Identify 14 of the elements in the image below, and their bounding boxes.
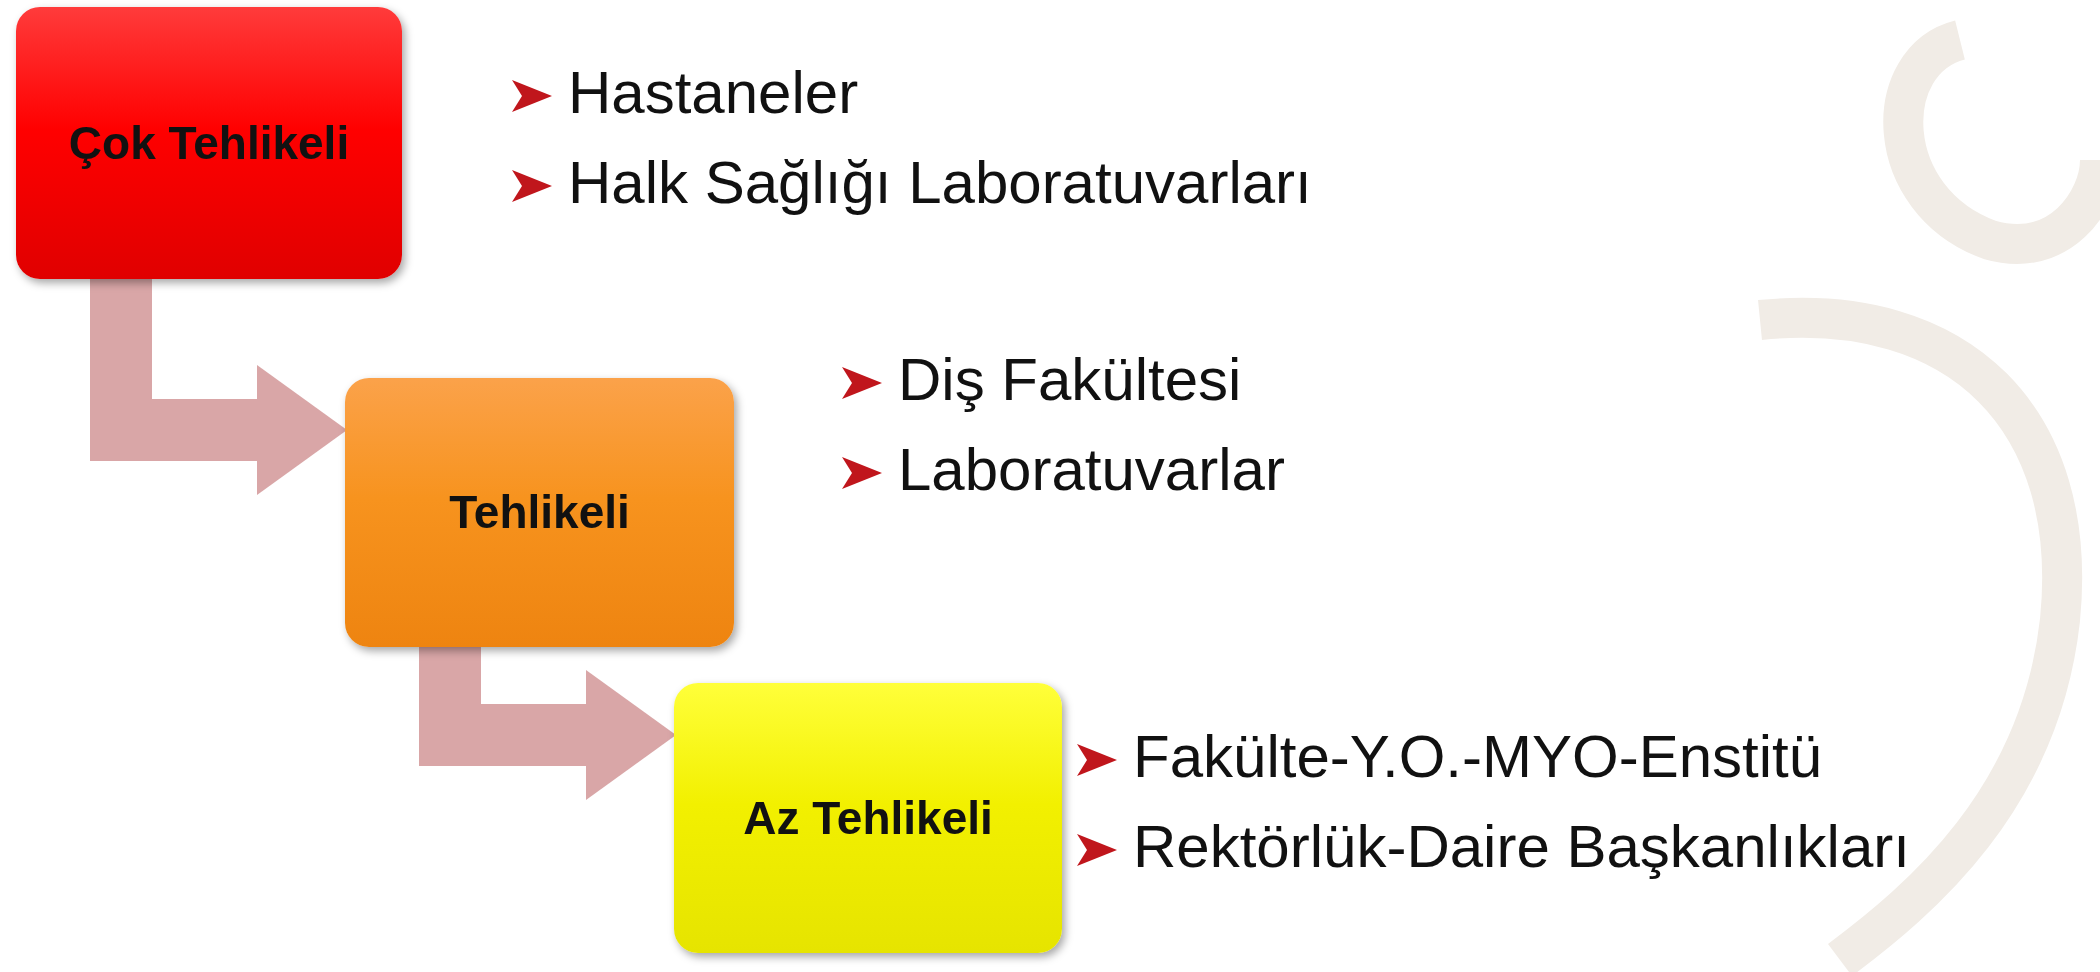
level-title: Tehlikeli: [448, 486, 631, 539]
level-box: [345, 378, 734, 647]
bent-arrow: [90, 279, 347, 495]
level-box: [674, 683, 1062, 953]
list-item: Diş Fakültesi: [898, 345, 1242, 415]
list-item: Halk Sağlığı Laboratuvarları: [568, 148, 1312, 218]
list-item: Rektörlük-Daire Başkanlıkları: [1133, 812, 1910, 882]
list-item: Hastaneler: [568, 58, 859, 128]
level-title: Az Tehlikeli: [742, 791, 994, 845]
list-item: Fakülte-Y.O.-MYO-Enstitü: [1133, 722, 1823, 792]
level-box: [16, 7, 402, 279]
list-item: Laboratuvarlar: [898, 435, 1285, 505]
level-title: Çok Tehlikeli: [67, 116, 351, 170]
bent-arrow: [419, 647, 676, 800]
